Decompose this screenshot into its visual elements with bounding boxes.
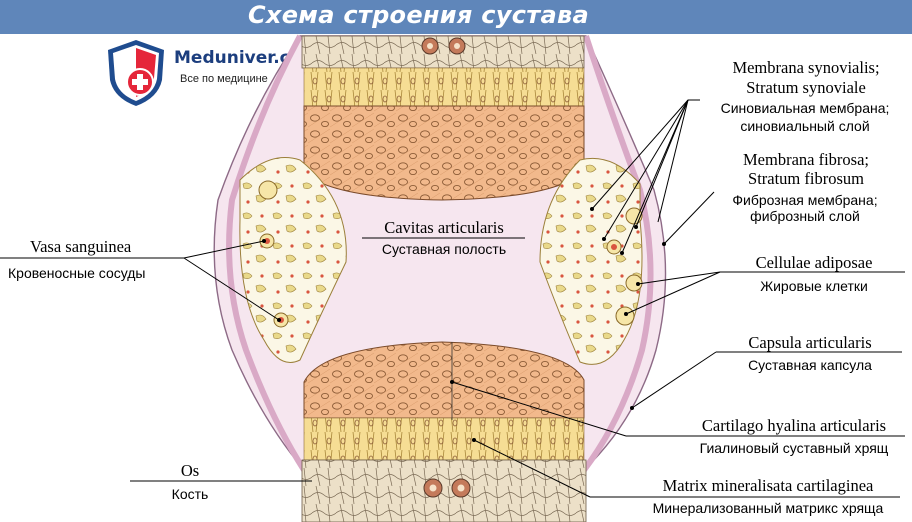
lower-cartilage	[303, 341, 585, 419]
page-title: Схема строения сустава	[248, 1, 589, 29]
logo-tagline: Все по медицине	[180, 73, 268, 85]
label-synovialis-lat2: Stratum synoviale	[746, 78, 866, 97]
shield-icon	[108, 40, 164, 106]
upper-calcified	[303, 67, 585, 107]
label-vasa-rus: Кровеносные сосуды	[8, 265, 146, 281]
label-fibrosa-lat1: Membrana fibrosa;	[743, 150, 869, 169]
site-logo[interactable]: Meduniver.com Все по медицине	[104, 38, 319, 108]
label-synovialis-rus2: синовиальный слой	[740, 118, 870, 134]
label-hyalina-rus: Гиалиновый суставный хрящ	[699, 440, 889, 456]
lower-calcified	[303, 417, 585, 461]
label-fibrosa-rus2: фиброзный слой	[750, 208, 860, 224]
label-fibrosa-rus: Фиброзная мембрана;	[732, 192, 878, 208]
label-vasa-lat: Vasa sanguinea	[30, 237, 132, 256]
upper-bone	[301, 35, 585, 69]
label-hyalina-lat: Cartilago hyalina articularis	[701, 416, 887, 435]
label-cavitas-lat: Cavitas articularis	[384, 218, 504, 237]
label-capsula-rus: Суставная капсула	[748, 357, 872, 373]
label-synovialis-lat1: Membrana synovialis;	[732, 58, 880, 77]
upper-cartilage	[303, 105, 585, 201]
label-synovialis-rus: Синовиальная мембрана;	[720, 100, 890, 116]
label-matrix-lat: Matrix mineralisata cartilaginea	[662, 476, 874, 495]
label-os-rus: Кость	[171, 486, 209, 502]
lower-bone	[301, 459, 587, 522]
header-bar: Схема строения сустава	[0, 0, 912, 34]
label-fibrosa-lat2: Stratum fibrosum	[748, 169, 864, 188]
label-capsula-lat: Capsula articularis	[748, 333, 872, 352]
label-adiposae-rus: Жировые клетки	[760, 278, 868, 294]
label-cavitas-rus: Суставная полость	[381, 241, 507, 257]
label-os-lat: Os	[180, 461, 200, 480]
label-matrix-rus: Минерализованный матрикс хряща	[652, 500, 884, 516]
label-adiposae-lat: Cellulae adiposae	[755, 253, 873, 272]
